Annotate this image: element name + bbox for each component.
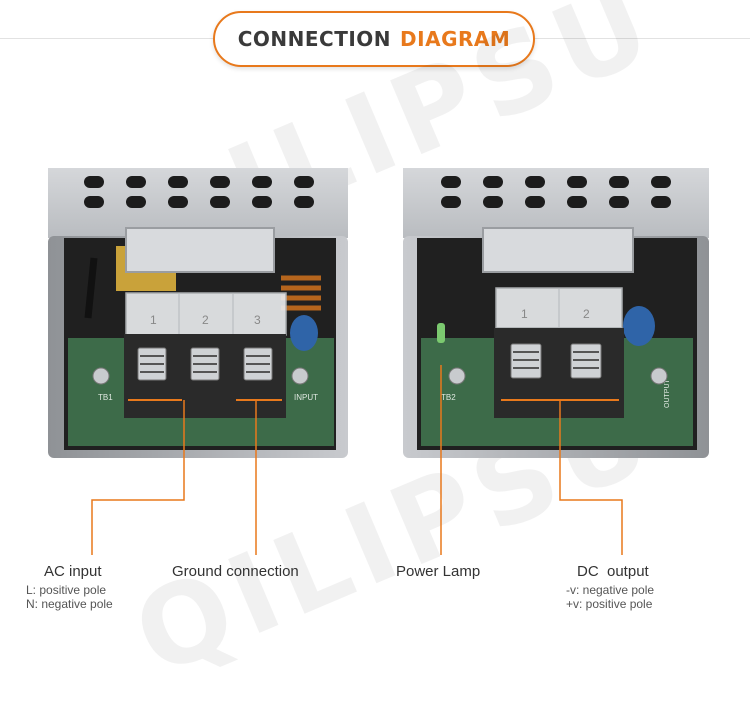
power-lamp-led-icon [437,323,445,343]
board-code-tb2: TB2 [441,393,456,402]
ac-input-line-l: L: positive pole [26,583,107,597]
dc-output-line-pos: +v: positive pole [566,597,653,611]
terminal-number-2: 2 [202,313,209,327]
board-code-tb1: TB1 [98,393,113,402]
terminal-number-3: 3 [254,313,261,327]
title-part-connection: CONNECTION [237,27,392,51]
connector-lines [91,365,623,555]
terminal-number-1: 1 [150,313,157,327]
ac-input-line-n: N: negative pole [26,597,113,611]
dc-output-title: DC output [577,563,649,580]
power-lamp-title: Power Lamp [396,563,481,580]
ground-label: Ground connection [172,563,299,580]
capacitor-icon [290,315,318,351]
page-title: CONNECTION DIAGRAM [213,11,535,67]
dc-output-details: -v: negative pole +v: positive pole [566,583,654,611]
ac-input-connector [91,400,185,555]
ac-input-label: AC input [44,563,102,580]
dc-output-connector [559,400,623,555]
terminal-number-1: 1 [521,307,528,321]
ac-input-details: L: positive pole N: negative pole [26,583,113,611]
ac-input-title: AC input [44,563,102,580]
input-unit-photo: TB1 INPUT 1 2 3 [46,168,359,460]
dc-output-label: DC output [577,563,649,580]
output-unit-photo: TB2 OUTPUT 1 2 [401,168,714,460]
power-lamp-label: Power Lamp [396,563,480,580]
housing-tab [125,227,275,273]
board-mark-input: INPUT [294,393,318,402]
title-part-diagram: DIAGRAM [400,27,511,51]
dc-output-line-neg: -v: negative pole [566,583,655,597]
ground-title: Ground connection [172,563,299,580]
board-mark-output: OUTPUT [664,379,671,409]
housing-tab [482,227,634,273]
terminal-number-2: 2 [583,307,590,321]
capacitor-icon [623,306,655,346]
